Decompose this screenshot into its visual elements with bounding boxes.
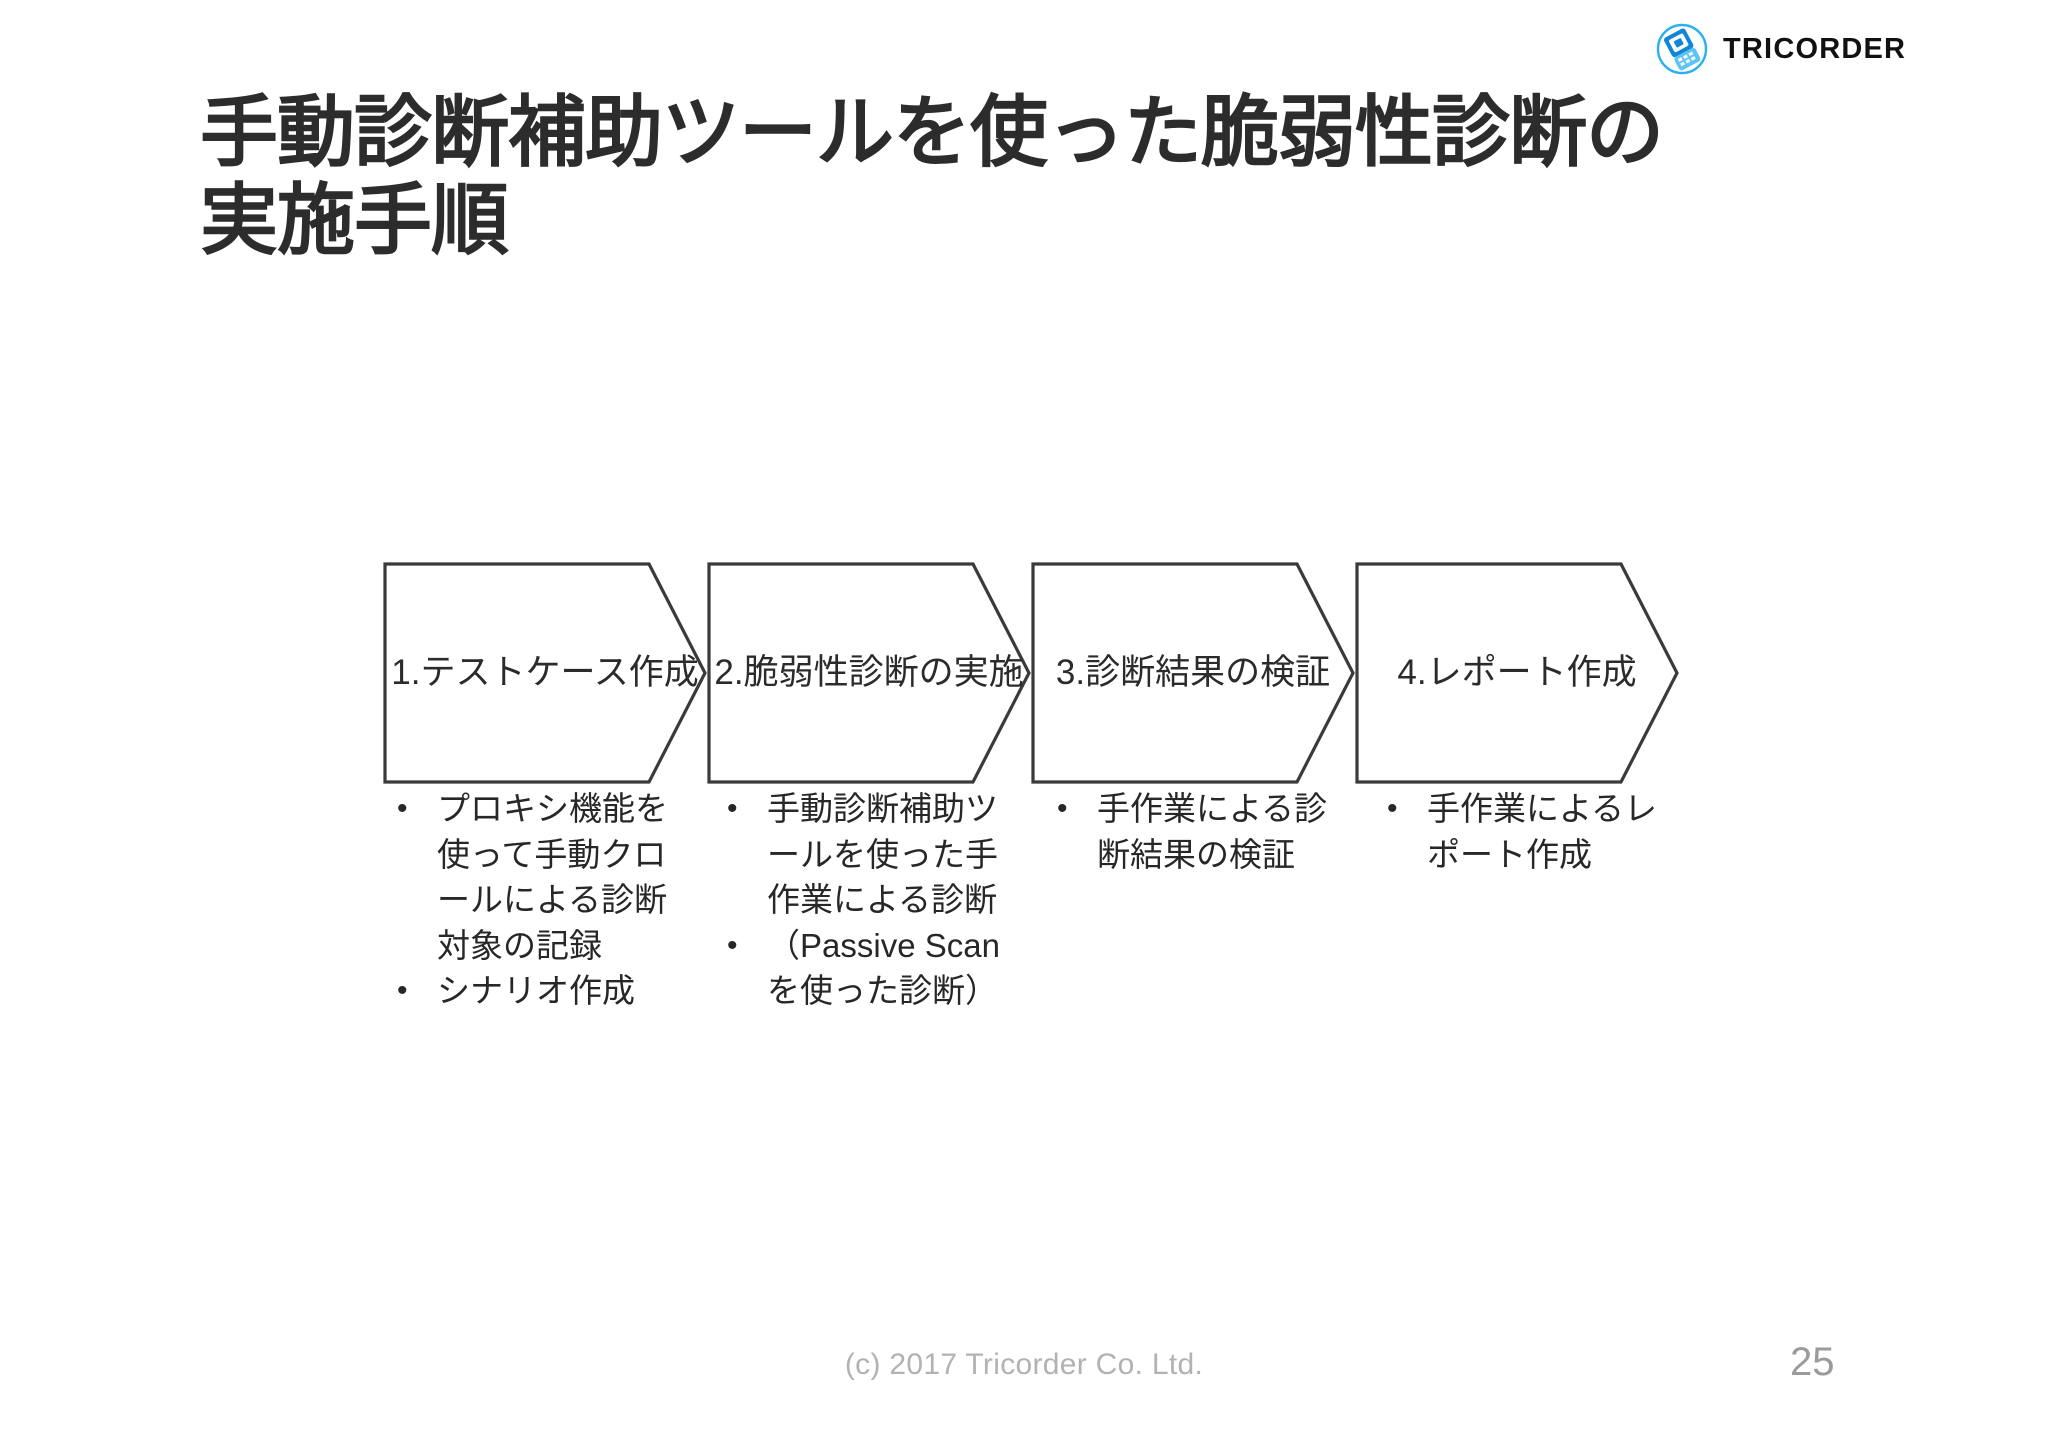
bullet-column-1: • プロキシ機能を使って手動クロールによる診断対象の記録 • シナリオ作成 — [383, 786, 713, 1014]
process-chevron-1 — [383, 562, 707, 784]
bullet-column-4: • 手作業によるレポート作成 — [1373, 786, 1703, 1014]
bullet-dot-icon: • — [397, 792, 408, 825]
list-item: • シナリオ作成 — [383, 968, 713, 1014]
process-chevron-4 — [1355, 562, 1679, 784]
tricorder-device-icon — [1656, 23, 1708, 75]
process-bullet-columns: • プロキシ機能を使って手動クロールによる診断対象の記録 • シナリオ作成 • … — [383, 786, 1693, 1014]
list-item: • プロキシ機能を使って手動クロールによる診断対象の記録 — [383, 786, 713, 968]
page-number: 25 — [1790, 1340, 1835, 1384]
list-item-text: 手作業によるレポート作成 — [1427, 790, 1658, 873]
brand-logo: TRICORDER — [1655, 22, 1906, 76]
list-item-text: 手動診断補助ツールを使った手作業による診断 — [767, 790, 998, 919]
page-title: 手動診断補助ツールを使った脆弱性診断の 実施手順 — [200, 88, 1820, 264]
list-item-text: （Passive Scanを使った診断） — [767, 926, 1000, 1010]
page-title-line-1: 手動診断補助ツールを使った脆弱性診断の — [200, 88, 1664, 176]
process-flow-diagram: 1.テストケース作成 2.脆弱性診断の実施 3.診断結果の検証 4.レポート作成 — [383, 562, 1683, 784]
process-chevron-2 — [707, 562, 1031, 784]
bullet-dot-icon: • — [727, 792, 738, 825]
list-item: • 手作業によるレポート作成 — [1373, 786, 1703, 877]
process-chevron-3 — [1031, 562, 1355, 784]
brand-name: TRICORDER — [1723, 32, 1907, 65]
bullet-dot-icon: • — [1057, 792, 1068, 825]
list-item: • 手動診断補助ツールを使った手作業による診断 — [713, 786, 1043, 923]
footer-copyright: (c) 2017 Tricorder Co. Ltd. — [844, 1348, 1204, 1381]
list-item-text: シナリオ作成 — [437, 972, 635, 1010]
list-item-text: 手作業による診断結果の検証 — [1097, 790, 1328, 873]
list-item: • （Passive Scanを使った診断） — [713, 923, 1043, 1014]
bullet-column-2: • 手動診断補助ツールを使った手作業による診断 • （Passive Scanを… — [713, 786, 1043, 1014]
page-title-line-2: 実施手順 — [200, 176, 509, 265]
bullet-dot-icon: • — [397, 974, 408, 1008]
list-item-text: プロキシ機能を使って手動クロールによる診断対象の記録 — [437, 790, 668, 964]
list-item: • 手作業による診断結果の検証 — [1043, 786, 1373, 877]
bullet-dot-icon: • — [1387, 792, 1398, 825]
bullet-dot-icon: • — [727, 928, 738, 962]
bullet-column-3: • 手作業による診断結果の検証 — [1043, 786, 1373, 1014]
process-chevrons — [383, 562, 1679, 784]
